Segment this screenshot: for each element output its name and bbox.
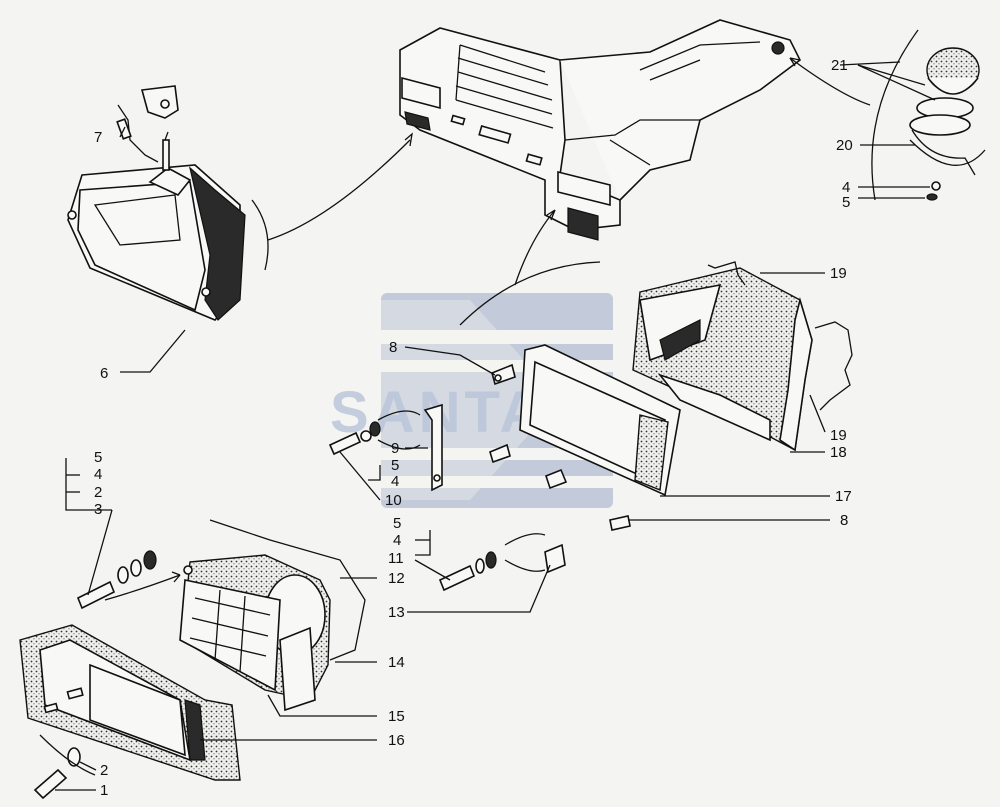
callout-14: 14 [388, 654, 405, 671]
fastener-parts [33, 363, 631, 800]
callout-21: 21 [831, 57, 848, 74]
headlamp-bezel [19, 624, 241, 781]
callout-5: 5 [842, 194, 850, 211]
callout-18: 18 [830, 444, 847, 461]
callout-2: 2 [100, 762, 108, 779]
fog-lamp-assembly [67, 85, 246, 321]
callout-4: 4 [94, 466, 102, 483]
callout-9: 9 [391, 440, 399, 457]
callout-3: 3 [94, 501, 102, 518]
callout-labels: 21 20 4 5 7 6 19 8 19 9 18 5 4 17 10 8 5… [94, 57, 853, 799]
headlamp-unit [179, 519, 366, 712]
callout-5: 5 [393, 515, 401, 532]
callout-12: 12 [388, 570, 405, 587]
truck-cab-illustration [399, 19, 802, 241]
callout-7: 7 [94, 129, 102, 146]
callout-10: 10 [385, 492, 402, 509]
headlamp-housing [519, 261, 853, 497]
leader-lines [39, 29, 936, 791]
callout-13: 13 [388, 604, 405, 621]
callout-4: 4 [842, 179, 850, 196]
callout-17: 17 [835, 488, 852, 505]
callout-11: 11 [388, 550, 404, 567]
callout-2: 2 [94, 484, 102, 501]
callout-8: 8 [840, 512, 848, 529]
callout-15: 15 [388, 708, 405, 725]
callout-5: 5 [94, 449, 102, 466]
callout-19: 19 [830, 427, 847, 444]
callout-4: 4 [393, 532, 401, 549]
callout-19: 19 [830, 265, 847, 282]
callout-20: 20 [836, 137, 853, 154]
callout-5: 5 [391, 457, 399, 474]
callout-1: 1 [100, 782, 108, 799]
callout-8: 8 [389, 339, 397, 356]
callout-16: 16 [388, 732, 405, 749]
roof-marker-lamp [909, 47, 986, 201]
callout-4: 4 [391, 473, 399, 490]
callout-6: 6 [100, 365, 108, 382]
